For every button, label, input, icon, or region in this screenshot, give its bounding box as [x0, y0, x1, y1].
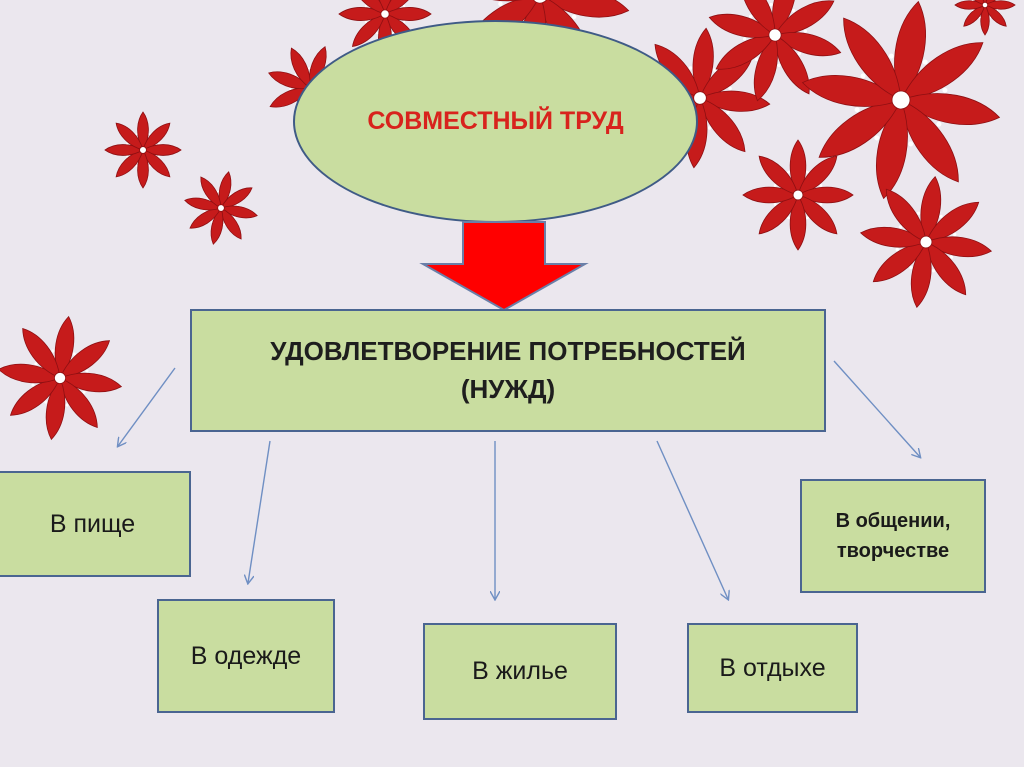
- flower-icon: [104, 111, 182, 189]
- connector-arrow-food: [118, 367, 176, 446]
- need-box-clothing: В одежде: [157, 599, 335, 713]
- need-label-clothing: В одежде: [190, 641, 302, 670]
- flower-icon: [708, 0, 842, 102]
- connector-arrow-rest: [656, 440, 728, 599]
- center-box-label: УДОВЛЕТВОРЕНИЕ ПОТРЕБНОСТЕЙ (НУЖД): [270, 335, 746, 404]
- flower-icon: [742, 139, 854, 251]
- need-box-communication: В общении, творчестве: [800, 479, 986, 593]
- flower-icon: [954, 0, 1016, 36]
- need-label-communication: В общении, творчестве: [835, 510, 951, 562]
- need-label-rest: В отдыхе: [719, 653, 826, 682]
- need-box-food: В пище: [0, 471, 191, 577]
- connector-arrow-communication: [833, 360, 920, 457]
- need-label-housing: В жилье: [472, 657, 568, 685]
- need-box-rest: В отдыхе: [687, 623, 858, 713]
- need-box-housing: В жилье: [423, 623, 617, 720]
- main-title: СОВМЕСТНЫЙ ТРУД: [367, 106, 624, 135]
- need-label-food: В пище: [49, 509, 136, 538]
- flower-icon: [0, 315, 123, 441]
- flower-icon: [801, 0, 1001, 200]
- connector-arrow-clothing: [248, 440, 271, 583]
- big-down-arrow: [419, 221, 589, 312]
- flower-icon: [859, 175, 993, 309]
- main-title-ellipse: СОВМЕСТНЫЙ ТРУД: [293, 20, 698, 223]
- center-box: УДОВЛЕТВОРЕНИЕ ПОТРЕБНОСТЕЙ (НУЖД): [190, 309, 826, 432]
- flower-icon: [184, 171, 258, 245]
